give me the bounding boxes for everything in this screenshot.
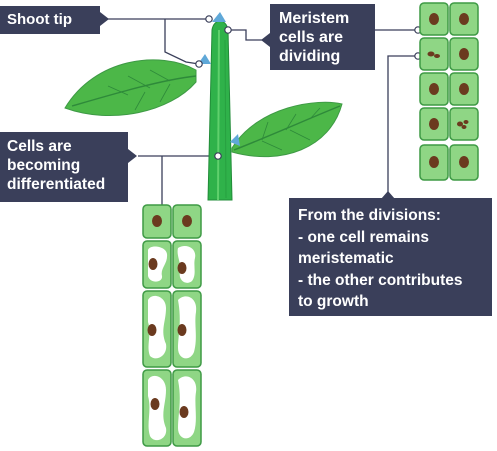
differentiated-label: Cells are becoming differentiated [0, 132, 128, 202]
connector-divisions [387, 55, 418, 201]
divisions-label: From the divisions: - one cell remains m… [289, 198, 492, 316]
left-leaf [64, 59, 197, 117]
right-leaf [231, 101, 343, 158]
meristem-label: Meristem cells are dividing [270, 4, 375, 70]
meristem-cells [419, 2, 479, 181]
stem [198, 12, 240, 201]
shoot-tip-label: Shoot tip [0, 6, 100, 34]
differentiated-pointer [128, 149, 137, 163]
differentiated-line-3: differentiated [7, 176, 106, 193]
meristem-line-3: dividing [279, 48, 341, 65]
divisions-pointer [381, 191, 395, 199]
divisions-line-5: to growth [298, 293, 369, 310]
differentiating-cells [142, 204, 202, 447]
divisions-line-1: From the divisions: [298, 207, 441, 224]
meristem-pointer-left [261, 33, 270, 47]
divisions-line-2: - one cell remains [298, 228, 429, 246]
differentiated-line-2: becoming [7, 157, 81, 174]
connector-meristem [228, 29, 262, 41]
differentiated-line-1: Cells are [7, 138, 72, 155]
connector-lines [100, 18, 418, 207]
shoot-tip-pointer [100, 12, 109, 26]
connector-shoot-tip-branch [164, 19, 200, 65]
meristem-line-2: cells are [279, 29, 344, 46]
divisions-line-3: meristematic [298, 250, 394, 267]
meristem-line-1: Meristem [279, 10, 350, 27]
shoot-tip-text: Shoot tip [7, 11, 72, 28]
divisions-line-4: - the other contributes [298, 271, 463, 289]
